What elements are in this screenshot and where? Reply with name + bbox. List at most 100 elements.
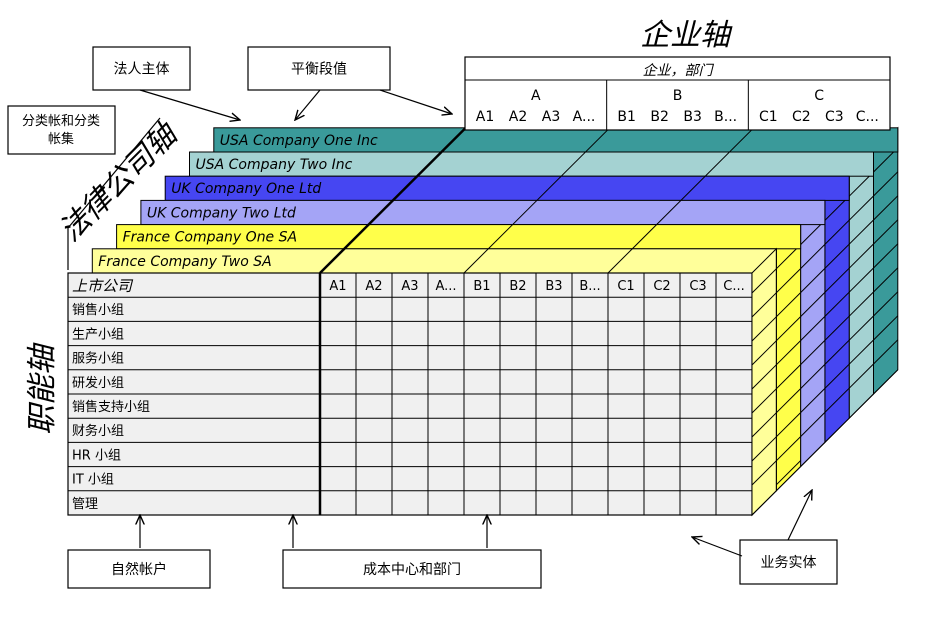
balancing-segment-box	[247, 46, 391, 91]
cost-center-box	[282, 549, 542, 589]
front-hatch	[751, 364, 777, 390]
depth-edge	[319, 126, 467, 274]
front-col-label: A...	[435, 279, 456, 294]
depth-edge	[463, 127, 611, 274]
layer-hatch	[800, 364, 826, 389]
company-label-2: UK Company One Ltd	[171, 181, 321, 197]
layer-hatch	[775, 292, 801, 318]
layer-hatch	[873, 291, 899, 317]
front-hatch	[751, 292, 777, 318]
layer-hatch	[775, 268, 801, 294]
bottom-edge	[775, 466, 801, 492]
layer-hatch	[800, 388, 826, 413]
layer-strip-2	[164, 175, 850, 201]
layer-hatch	[848, 267, 874, 293]
front-col-label: A1	[329, 279, 346, 294]
function-row-label: 销售小组	[72, 302, 124, 318]
layer-strip-4	[116, 224, 802, 250]
front-col-label: A2	[365, 279, 382, 294]
company-label-3: UK Company Two Ltd	[147, 205, 296, 221]
layer-strip-1	[189, 151, 874, 177]
bottom-edge	[800, 442, 826, 467]
front-col-label: C1	[617, 279, 634, 294]
function-row-label: IT 小组	[72, 473, 114, 488]
layer-hatch	[800, 292, 826, 317]
layer-hatch	[873, 243, 899, 269]
layer-hatch	[848, 315, 874, 341]
group-label: C	[814, 88, 824, 104]
front-col-label: B2	[509, 279, 526, 294]
front-col-label: C...	[723, 279, 744, 294]
legal-entity-box	[92, 46, 191, 91]
layer-hatch	[800, 340, 826, 365]
header-col-label: A...	[573, 109, 596, 125]
front-col-label: B...	[579, 279, 600, 294]
functional-header: 上市公司	[72, 277, 134, 295]
callout-arrow	[379, 89, 452, 114]
header-col-label: B3	[683, 109, 702, 125]
company-label-4: France Company One SA	[123, 230, 298, 246]
header-col-label: C...	[856, 109, 879, 125]
legal-axis-line	[67, 117, 161, 229]
header-col-label: A1	[476, 109, 494, 125]
callout-arrow	[692, 537, 743, 557]
layer-hatch	[873, 171, 899, 197]
front-hatch	[751, 412, 777, 438]
layer-hatch	[775, 412, 801, 438]
bottom-edge	[873, 369, 899, 395]
layer-hatch	[873, 267, 899, 293]
layer-hatch	[873, 195, 899, 221]
header-col-label: C3	[825, 109, 844, 125]
header-col-label: C1	[759, 109, 778, 125]
header-col-label: A3	[542, 109, 560, 125]
bottom-edge	[751, 490, 777, 516]
layer-hatch	[848, 291, 874, 317]
cost-center-box-label: 成本中心和部门	[363, 562, 461, 578]
layer-strip-3	[140, 199, 826, 226]
callout-arrow	[295, 89, 321, 120]
ledgers-box-label: 分类帐和分类帐集	[22, 114, 100, 147]
front-col-label: A3	[401, 279, 418, 294]
front-hatch	[751, 436, 777, 462]
layer-hatch	[800, 268, 826, 293]
company-label-5: France Company Two SA	[98, 254, 271, 270]
layer-hatch	[848, 195, 874, 221]
header-col-label: B...	[714, 109, 737, 125]
function-row-label: 财务小组	[72, 423, 124, 439]
balancing-segment-box-label: 平衡段值	[291, 62, 347, 78]
front-hatch	[751, 340, 777, 366]
legal-entity-box-label: 法人主体	[114, 62, 170, 78]
function-row-label: 生产小组	[72, 327, 124, 342]
front-col-label: C2	[653, 279, 670, 294]
group-label: B	[673, 88, 683, 104]
enterprise-header-box	[464, 56, 891, 131]
layer-hatch	[824, 339, 850, 365]
front-hatch	[751, 460, 777, 486]
enterprise-header-label: 企业，部门	[643, 63, 715, 79]
layer-hatch	[873, 339, 899, 365]
layer-hatch	[824, 267, 850, 293]
front-hatch	[751, 316, 777, 342]
header-col-label: C2	[792, 109, 811, 125]
group-label: A	[531, 88, 541, 104]
header-col-label: A2	[509, 109, 527, 125]
front-col-label: C3	[689, 279, 706, 294]
layer-strip-0	[213, 127, 899, 153]
function-row-label: HR 小组	[72, 448, 121, 463]
layer-hatch	[800, 316, 826, 341]
front-col-label: B3	[545, 279, 562, 294]
function-row-label: 销售支持小组	[72, 399, 150, 415]
company-label-0: USA Company One Inc	[220, 133, 378, 149]
layer-hatch	[824, 387, 850, 413]
layer-hatch	[824, 219, 850, 245]
natural-account-box-label: 自然帐户	[111, 561, 167, 578]
layer-hatch	[824, 315, 850, 341]
natural-account-box	[67, 549, 211, 589]
layer-hatch	[848, 363, 874, 389]
front-hatch	[751, 388, 777, 414]
layer-hatch	[775, 340, 801, 366]
layer-hatch	[873, 219, 899, 245]
bottom-edge	[824, 417, 850, 443]
front-col-label: B1	[473, 279, 490, 294]
